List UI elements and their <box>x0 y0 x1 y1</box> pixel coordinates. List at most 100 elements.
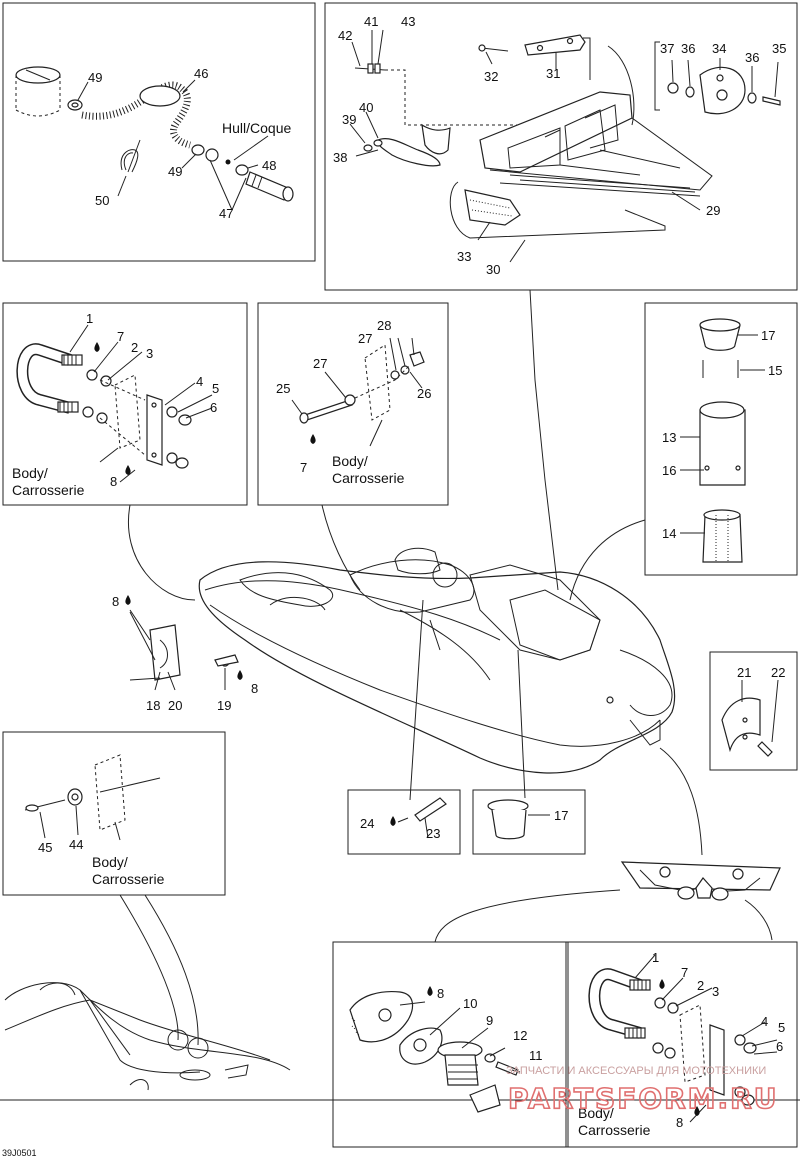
callout-4a: 4 <box>196 374 203 389</box>
panel-cover <box>644 302 798 576</box>
hose-part <box>81 81 191 149</box>
callout-25: 25 <box>276 381 290 396</box>
callout-15: 15 <box>768 363 782 378</box>
callout-17b: 17 <box>554 808 568 823</box>
mat-part <box>464 189 521 226</box>
callout-12: 12 <box>513 1028 527 1043</box>
callout-10: 10 <box>463 996 477 1011</box>
callout-2a: 2 <box>131 340 138 355</box>
clamp-part <box>67 99 83 111</box>
callout-7c: 7 <box>681 965 688 980</box>
callout-49b: 49 <box>168 164 182 179</box>
callout-48: 48 <box>262 158 276 173</box>
callout-14: 14 <box>662 526 676 541</box>
callout-8d: 8 <box>437 986 444 1001</box>
callout-31: 31 <box>546 66 560 81</box>
callout-7b: 7 <box>300 460 307 475</box>
callout-36b: 36 <box>745 50 759 65</box>
callout-47: 47 <box>219 206 233 221</box>
callout-50: 50 <box>95 193 109 208</box>
callout-33: 33 <box>457 249 471 264</box>
panel-storage-tray <box>324 2 798 291</box>
callout-9: 9 <box>486 1013 493 1028</box>
closeup-side <box>0 982 800 1101</box>
callout-43: 43 <box>401 14 415 29</box>
callout-46: 46 <box>194 66 208 81</box>
callout-18: 18 <box>146 698 160 713</box>
callout-21: 21 <box>737 665 751 680</box>
bracket-part <box>524 34 586 56</box>
callout-24: 24 <box>360 816 374 831</box>
callout-20: 20 <box>168 698 182 713</box>
callout-3b: 3 <box>712 984 719 999</box>
callout-17a: 17 <box>761 328 775 343</box>
callout-23: 23 <box>426 826 440 841</box>
callout-7a: 7 <box>117 329 124 344</box>
callout-1b: 1 <box>652 950 659 965</box>
hull-coque-label: Hull/Coque <box>222 120 291 136</box>
panel-drain-hose <box>2 2 316 262</box>
callout-5a: 5 <box>212 381 219 396</box>
body-label-b: Body/ <box>332 453 368 469</box>
callout-1a: 1 <box>86 311 93 326</box>
callout-22: 22 <box>771 665 785 680</box>
callout-6b: 6 <box>776 1039 783 1054</box>
strap-part <box>120 139 141 173</box>
callout-40: 40 <box>359 100 373 115</box>
callout-30: 30 <box>486 262 500 277</box>
panel-tow-eye <box>2 302 248 506</box>
watercraft-hull <box>129 547 676 774</box>
callout-37: 37 <box>660 41 674 56</box>
watermark-tagline: ЗАПЧАСТИ И АКСЕССУАРЫ ДЛЯ МОТОТЕХНИКИ <box>506 1065 766 1077</box>
body-label-a: Body/ <box>12 465 48 481</box>
callout-5b: 5 <box>778 1020 785 1035</box>
callout-19: 19 <box>217 698 231 713</box>
connector-lines <box>119 289 773 1046</box>
fitting-part <box>245 171 294 202</box>
panel-screw <box>257 302 449 506</box>
callout-8a: 8 <box>110 474 117 489</box>
callout-26: 26 <box>417 386 431 401</box>
body-label-c: Body/ <box>92 854 128 870</box>
panel-rear-clip <box>709 651 798 771</box>
callout-34: 34 <box>712 41 726 56</box>
callout-41: 41 <box>364 14 378 29</box>
tray-part <box>479 91 713 197</box>
callout-28: 28 <box>377 318 391 333</box>
panel-tube <box>347 789 461 855</box>
callout-29: 29 <box>706 203 720 218</box>
callout-8b: 8 <box>112 594 119 609</box>
callout-27b: 27 <box>313 356 327 371</box>
callout-39: 39 <box>342 112 356 127</box>
callout-8e: 8 <box>676 1115 683 1130</box>
drawing-code: 39J0501 <box>2 1148 37 1158</box>
callout-45: 45 <box>38 840 52 855</box>
callout-32: 32 <box>484 69 498 84</box>
watermark-logo: PARTSFORM.RU <box>508 1082 778 1115</box>
callout-38: 38 <box>333 150 347 165</box>
callout-6a: 6 <box>210 400 217 415</box>
container-part <box>15 66 61 117</box>
carrosserie-label-a: Carrosserie <box>12 482 85 498</box>
latch-part <box>667 66 781 115</box>
callout-27a: 27 <box>358 331 372 346</box>
carrosserie-label-c: Carrosserie <box>92 871 165 887</box>
panel-drain-plug <box>332 941 569 1148</box>
panel-plug <box>2 731 226 896</box>
callout-49a: 49 <box>88 70 102 85</box>
carrosserie-label-d: Carrosserie <box>578 1122 651 1138</box>
carrosserie-label-b: Carrosserie <box>332 470 405 486</box>
panel-grommet <box>472 789 586 855</box>
callout-44: 44 <box>69 837 83 852</box>
panel-tow-eye-rear <box>565 941 798 1148</box>
callout-11: 11 <box>529 1048 543 1063</box>
callout-35: 35 <box>772 41 786 56</box>
callout-13: 13 <box>662 430 676 445</box>
callout-3a: 3 <box>146 346 153 361</box>
callout-36a: 36 <box>681 41 695 56</box>
callout-42: 42 <box>338 28 352 43</box>
callout-16: 16 <box>662 463 676 478</box>
callout-2b: 2 <box>697 978 704 993</box>
handle-part <box>363 123 451 167</box>
